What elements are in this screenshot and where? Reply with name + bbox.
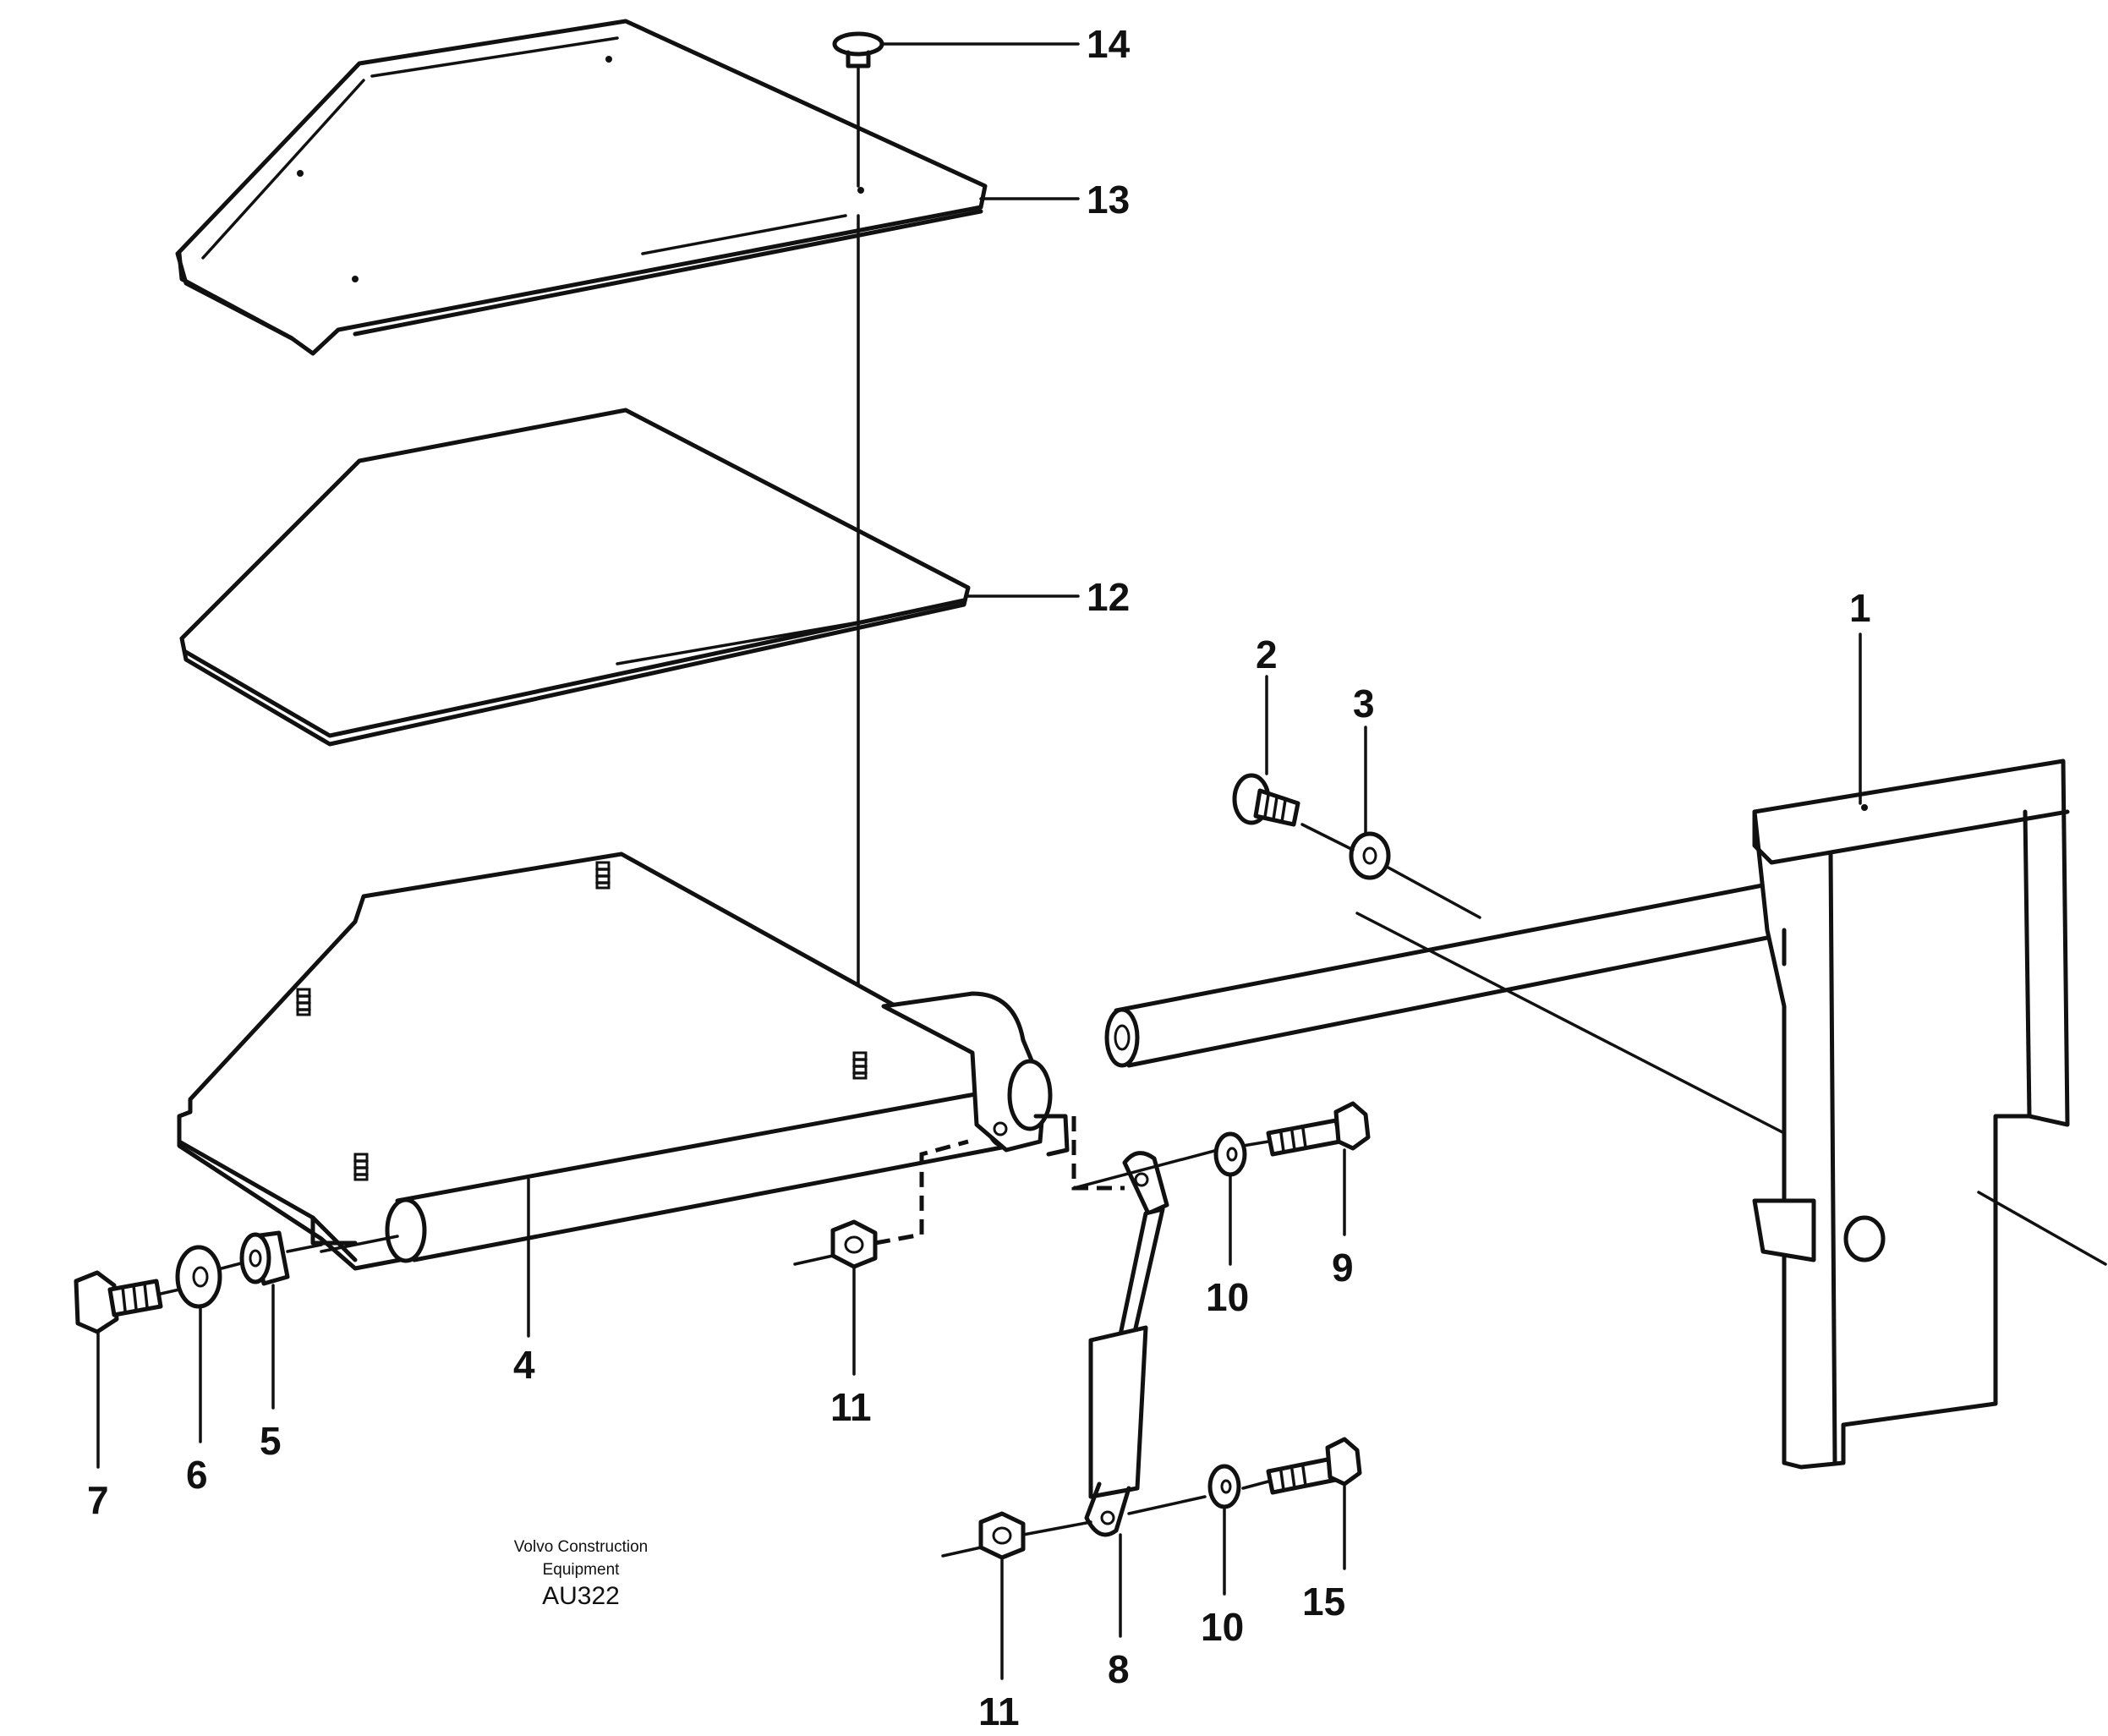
callout-13: 13 xyxy=(1087,178,1130,222)
callout-15: 15 xyxy=(1302,1580,1345,1624)
part-9-bolt xyxy=(1266,1101,1371,1157)
drawing-code: AU322 xyxy=(542,1582,620,1610)
callout-11-upper: 11 xyxy=(830,1385,872,1429)
dashed-line-nut xyxy=(874,1139,969,1246)
callout-10-lower: 10 xyxy=(1201,1605,1244,1649)
callout-3: 3 xyxy=(1353,682,1375,726)
leader-lines xyxy=(96,42,1862,1680)
assembly-line-2-3 xyxy=(1300,823,1481,919)
callout-14: 14 xyxy=(1087,22,1131,66)
callout-1: 1 xyxy=(1849,586,1871,630)
assembly-line-strut-bottom xyxy=(1021,1480,1270,1536)
part-10-washer-upper xyxy=(1213,1131,1247,1177)
callout-5: 5 xyxy=(260,1419,282,1463)
part-5-bushing xyxy=(239,1230,290,1286)
part-15-bolt xyxy=(1266,1437,1362,1495)
credit-line-1: Volvo Construction xyxy=(514,1538,648,1556)
assembly-line-left xyxy=(159,1243,323,1295)
part-11-nut-upper xyxy=(793,1219,878,1269)
callout-8: 8 xyxy=(1108,1647,1130,1691)
part-6-washer xyxy=(175,1245,222,1309)
callout-12: 12 xyxy=(1087,575,1130,619)
part-13-cover-panel xyxy=(175,19,988,356)
part-2-bolt xyxy=(1232,773,1300,827)
callout-10-upper: 10 xyxy=(1206,1275,1249,1319)
part-10-washer-lower xyxy=(1207,1464,1241,1509)
callout-7: 7 xyxy=(87,1478,109,1522)
callout-9: 9 xyxy=(1332,1246,1354,1290)
callout-4: 4 xyxy=(513,1343,535,1387)
part-4-seat-base xyxy=(177,852,1020,1271)
spring-marks xyxy=(296,861,868,1181)
callout-6: 6 xyxy=(186,1453,208,1497)
part-7-bolt xyxy=(74,1270,163,1334)
hinge-bracket xyxy=(881,991,1070,1157)
part-14-pin xyxy=(832,31,884,188)
credit-line-2: Equipment xyxy=(543,1561,621,1579)
callout-11-lower: 11 xyxy=(978,1689,1020,1733)
part-12-flat-panel xyxy=(179,408,971,747)
part-3-washer xyxy=(1349,831,1391,880)
part-1-frame xyxy=(1104,758,2107,1470)
part-11-nut-lower xyxy=(941,1511,1026,1560)
assembly-line-strut-top xyxy=(1072,1140,1270,1190)
part-8-gas-strut xyxy=(1084,1151,1169,1537)
callout-2: 2 xyxy=(1256,633,1278,676)
